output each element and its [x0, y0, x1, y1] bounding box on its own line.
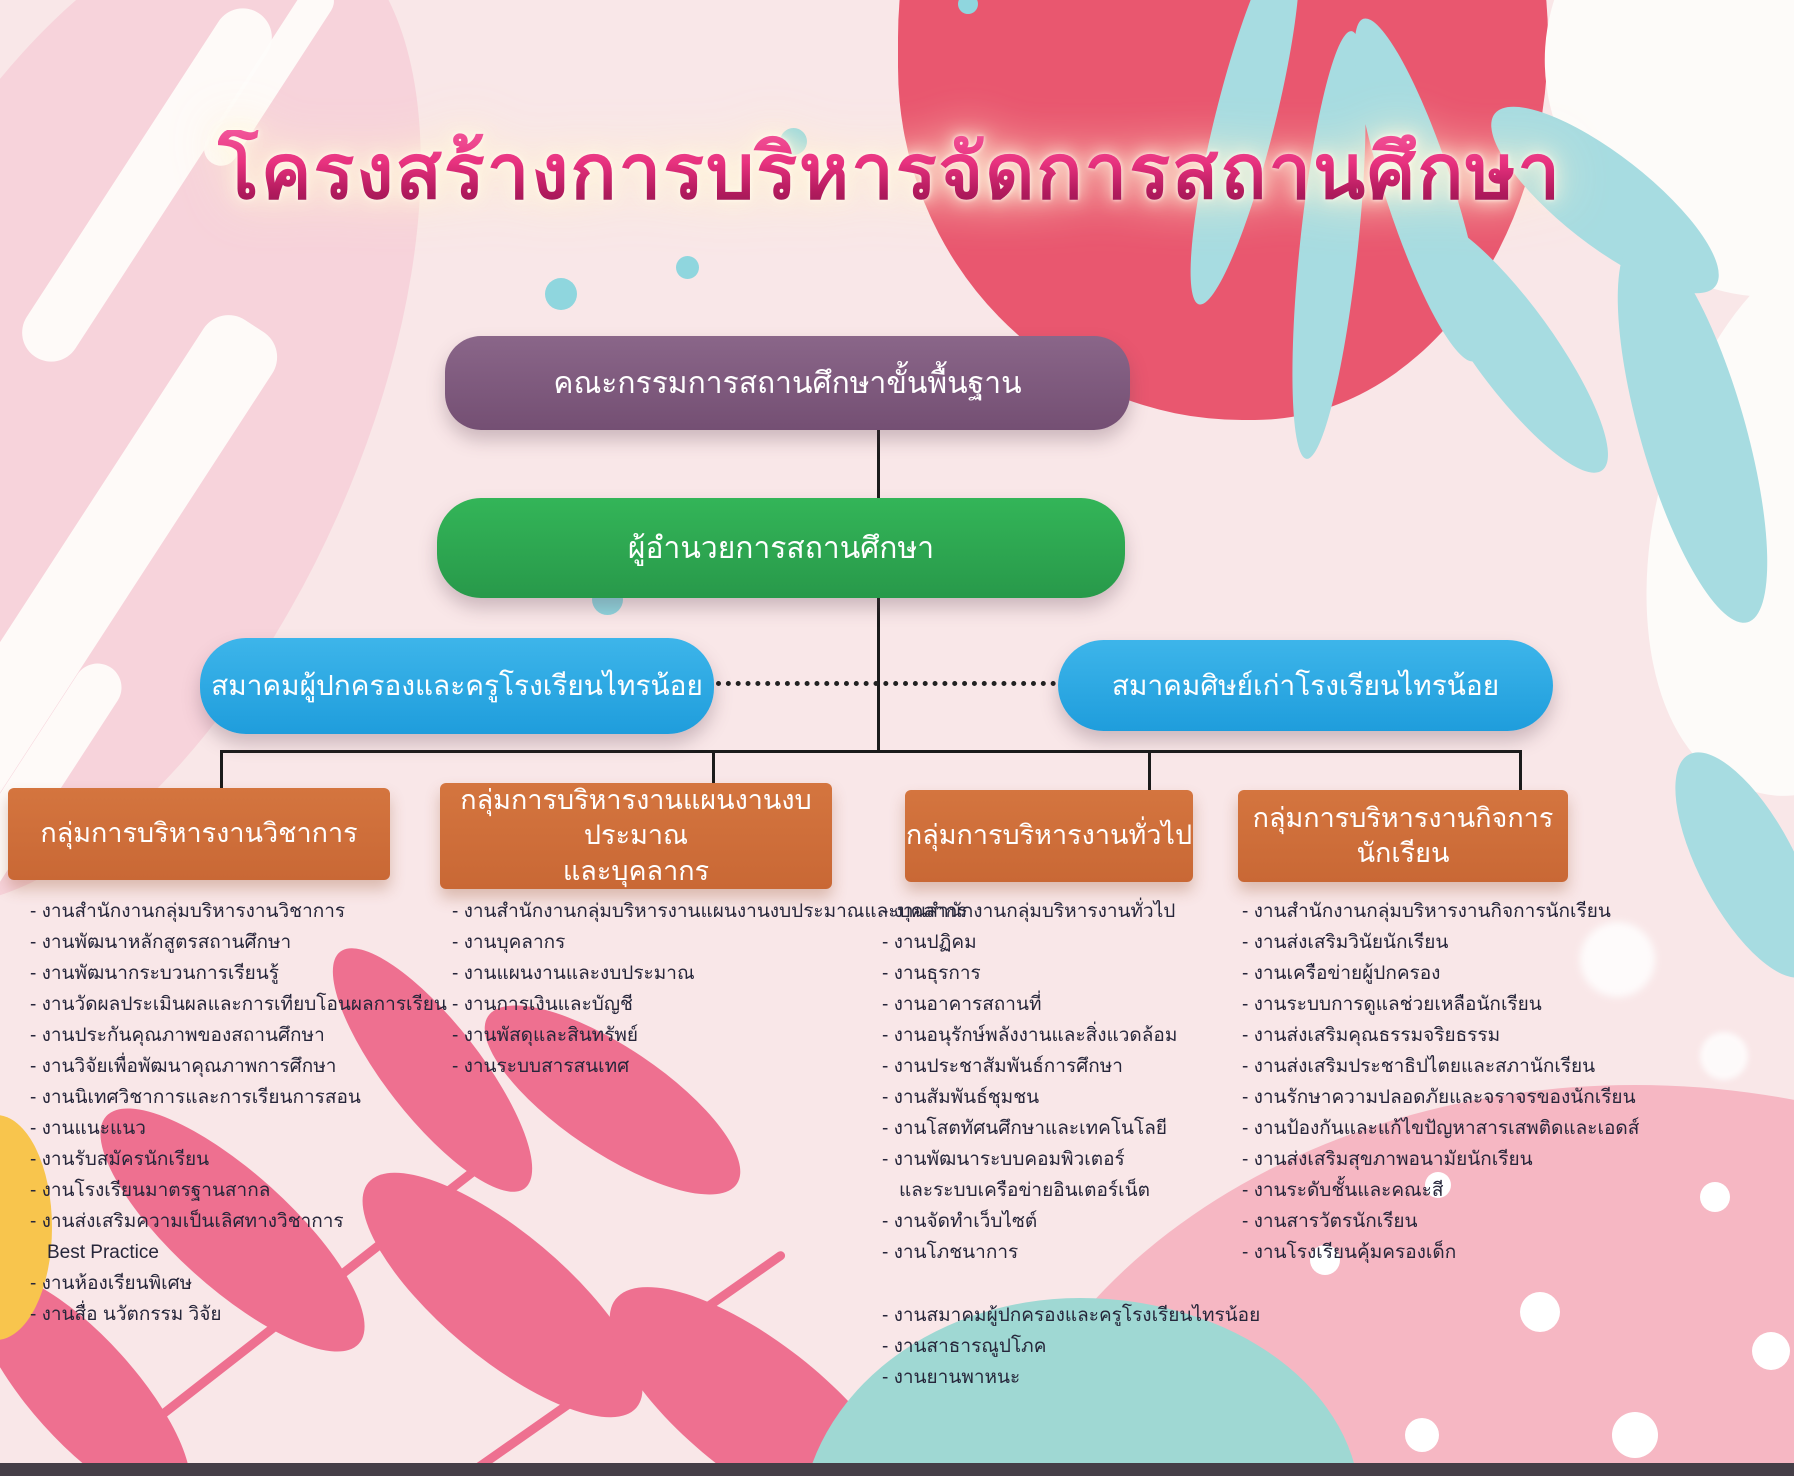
list-item: - งานรักษาความปลอดภัยและจราจรของนักเรียน — [1242, 1087, 1636, 1108]
list-item: - งานสำนักงานกลุ่มบริหารงานทั่วไป — [882, 901, 1176, 922]
list-item: - งานสัมพันธ์ชุมชน — [882, 1087, 1040, 1108]
connector-drop-student-affairs — [1519, 750, 1522, 792]
list-item: - งานประชาสัมพันธ์การศึกษา — [882, 1056, 1123, 1077]
list-item: - งานการเงินและบัญชี — [452, 994, 633, 1015]
list-item: และระบบเครือข่ายอินเตอร์เน็ต — [899, 1180, 1150, 1201]
list-item: - งานพัฒนากระบวนการเรียนรู้ — [30, 963, 279, 984]
list-item: - งานสำนักงานกลุ่มบริหารงานแผนงานงบประมา… — [452, 901, 968, 922]
group-list-planning-budget-personnel: - งานสำนักงานกลุ่มบริหารงานแผนงานงบประมา… — [452, 896, 967, 1082]
list-item: - งานสารวัตรนักเรียน — [1242, 1211, 1418, 1232]
list-gap — [882, 1268, 1260, 1300]
group-box-student-affairs: กลุ่มการบริหารงานกิจการนักเรียน — [1238, 790, 1568, 882]
list-item: - งานแผนงานและงบประมาณ — [452, 963, 695, 984]
list-item: - งานเครือข่ายผู้ปกครอง — [1242, 963, 1441, 984]
list-item: - งานโรงเรียนคุ้มครองเด็ก — [1242, 1242, 1457, 1263]
list-item: - งานสำนักงานกลุ่มบริหารงานวิชาการ — [30, 901, 346, 922]
connector-groups-horizontal — [220, 750, 1522, 753]
white-bokeh-decoration — [1580, 922, 1655, 997]
list-item: - งานพัฒนาระบบคอมพิวเตอร์ — [882, 1149, 1125, 1170]
list-item: - งานประกันคุณภาพของสถานศึกษา — [30, 1025, 325, 1046]
list-item: - งานบุคลากร — [452, 932, 566, 953]
node-school-board: คณะกรรมการสถานศึกษาขั้นพื้นฐาน — [445, 336, 1130, 430]
polka-dot-decoration — [1405, 1418, 1439, 1452]
group-box-general: กลุ่มการบริหารงานทั่วไป — [905, 790, 1193, 882]
list-item: - งานยานพาหนะ — [882, 1367, 1021, 1388]
list-item: - งานรับสมัครนักเรียน — [30, 1149, 210, 1170]
list-item: - งานสมาคมผู้ปกครองและครูโรงเรียนไทรน้อย — [882, 1305, 1261, 1326]
list-item: - งานสำนักงานกลุ่มบริหารงานกิจการนักเรีย… — [1242, 901, 1611, 922]
list-item: - งานป้องกันและแก้ไขปัญหาสารเสพติดและเอด… — [1242, 1118, 1640, 1139]
polka-dot-decoration — [1520, 1292, 1560, 1332]
list-item: - งานปฏิคม — [882, 932, 977, 953]
polka-dot-decoration — [1425, 1172, 1451, 1198]
bottom-edge-bar — [0, 1463, 1794, 1476]
list-item: - งานสื่อ นวัตกรรม วิจัย — [30, 1304, 222, 1325]
list-item: - งานวิจัยเพื่อพัฒนาคุณภาพการศึกษา — [30, 1056, 337, 1077]
list-item: - งานระดับชั้นและคณะสี — [1242, 1180, 1444, 1201]
list-item: - งานพัฒนาหลักสูตรสถานศึกษา — [30, 932, 292, 953]
group-box-student-affairs-label: กลุ่มการบริหารงานกิจการนักเรียน — [1252, 802, 1554, 868]
list-item: - งานสาธารณูปโภค — [882, 1336, 1047, 1357]
node-director: ผู้อำนวยการสถานศึกษา — [437, 498, 1125, 598]
list-item: - งานโรงเรียนมาตรฐานสากล — [30, 1180, 271, 1201]
list-item: - งานวัดผลประเมินผลและการเทียบโอนผลการเร… — [30, 994, 447, 1015]
list-item: - งานส่งเสริมความเป็นเลิศทางวิชาการ — [30, 1211, 344, 1232]
group-box-planning-label: กลุ่มการบริหารงานแผนงานงบประมาณ และบุคลา… — [460, 785, 812, 886]
list-item: - งานห้องเรียนพิเศษ — [30, 1273, 193, 1294]
list-item: - งานโสตทัศนศึกษาและเทคโนโลยี — [882, 1118, 1168, 1139]
list-item: - งานจัดทำเว็บไซต์ — [882, 1211, 1038, 1232]
connector-drop-planning — [712, 750, 715, 788]
list-item: - งานนิเทศวิชาการและการเรียนการสอน — [30, 1087, 361, 1108]
teal-dot-decoration — [958, 0, 978, 14]
connector-board-director — [877, 428, 880, 502]
list-item: - งานส่งเสริมสุขภาพอนามัยนักเรียน — [1242, 1149, 1533, 1170]
list-item: - งานส่งเสริมวินัยนักเรียน — [1242, 932, 1449, 953]
list-item: - งานระบบสารสนเทศ — [452, 1056, 630, 1077]
node-alumni-association: สมาคมศิษย์เก่าโรงเรียนไทรน้อย — [1058, 640, 1553, 731]
list-item: - งานอนุรักษ์พลังงานและสิ่งแวดล้อม — [882, 1025, 1178, 1046]
teal-dot-decoration — [676, 256, 699, 279]
list-item: - งานธุรการ — [882, 963, 981, 984]
group-box-planning-budget-personnel: กลุ่มการบริหารงานแผนงานงบประมาณ และบุคลา… — [440, 783, 832, 889]
list-item: - งานแนะแนว — [30, 1118, 146, 1139]
group-box-academic: กลุ่มการบริหารงานวิชาการ — [8, 788, 390, 880]
connector-associations-dotted — [716, 681, 1056, 686]
list-item: - งานพัสดุและสินทรัพย์ — [452, 1025, 639, 1046]
connector-drop-academic — [220, 750, 223, 790]
group-box-general-label: กลุ่มการบริหารงานทั่วไป — [905, 820, 1193, 851]
list-item: - งานส่งเสริมคุณธรรมจริยธรรม — [1242, 1025, 1501, 1046]
list-item: - งานอาคารสถานที่ — [882, 994, 1042, 1015]
group-list-general: - งานสำนักงานกลุ่มบริหารงานทั่วไป - งานปฏ… — [882, 896, 1260, 1393]
polka-dot-decoration — [1612, 1412, 1658, 1458]
connector-director-trunk — [877, 596, 880, 752]
list-item: - งานส่งเสริมประชาธิปไตยและสภานักเรียน — [1242, 1056, 1596, 1077]
polka-dot-decoration — [1700, 1182, 1730, 1212]
page-title-text: โครงสร้างการบริหารจัดการสถานศึกษา — [217, 130, 1563, 215]
teal-dot-decoration — [780, 128, 807, 155]
polka-dot-decoration — [1310, 1245, 1340, 1275]
teal-dot-decoration — [545, 278, 577, 310]
group-box-academic-label: กลุ่มการบริหารงานวิชาการ — [40, 818, 358, 849]
node-parent-teacher-association: สมาคมผู้ปกครองและครูโรงเรียนไทรน้อย — [200, 638, 714, 734]
list-item: Best Practice — [47, 1242, 159, 1263]
group-list-student-affairs: - งานสำนักงานกลุ่มบริหารงานกิจการนักเรีย… — [1242, 896, 1639, 1268]
group-list-academic: - งานสำนักงานกลุ่มบริหารงานวิชาการ - งานพ… — [30, 896, 447, 1330]
white-bokeh-decoration — [1700, 1032, 1748, 1080]
list-item: - งานโภชนาการ — [882, 1242, 1019, 1263]
connector-drop-general — [1148, 750, 1151, 792]
list-item: - งานระบบการดูแลช่วยเหลือนักเรียน — [1242, 994, 1542, 1015]
polka-dot-decoration — [1752, 1332, 1790, 1370]
page-title: โครงสร้างการบริหารจัดการสถานศึกษา — [0, 108, 1780, 238]
